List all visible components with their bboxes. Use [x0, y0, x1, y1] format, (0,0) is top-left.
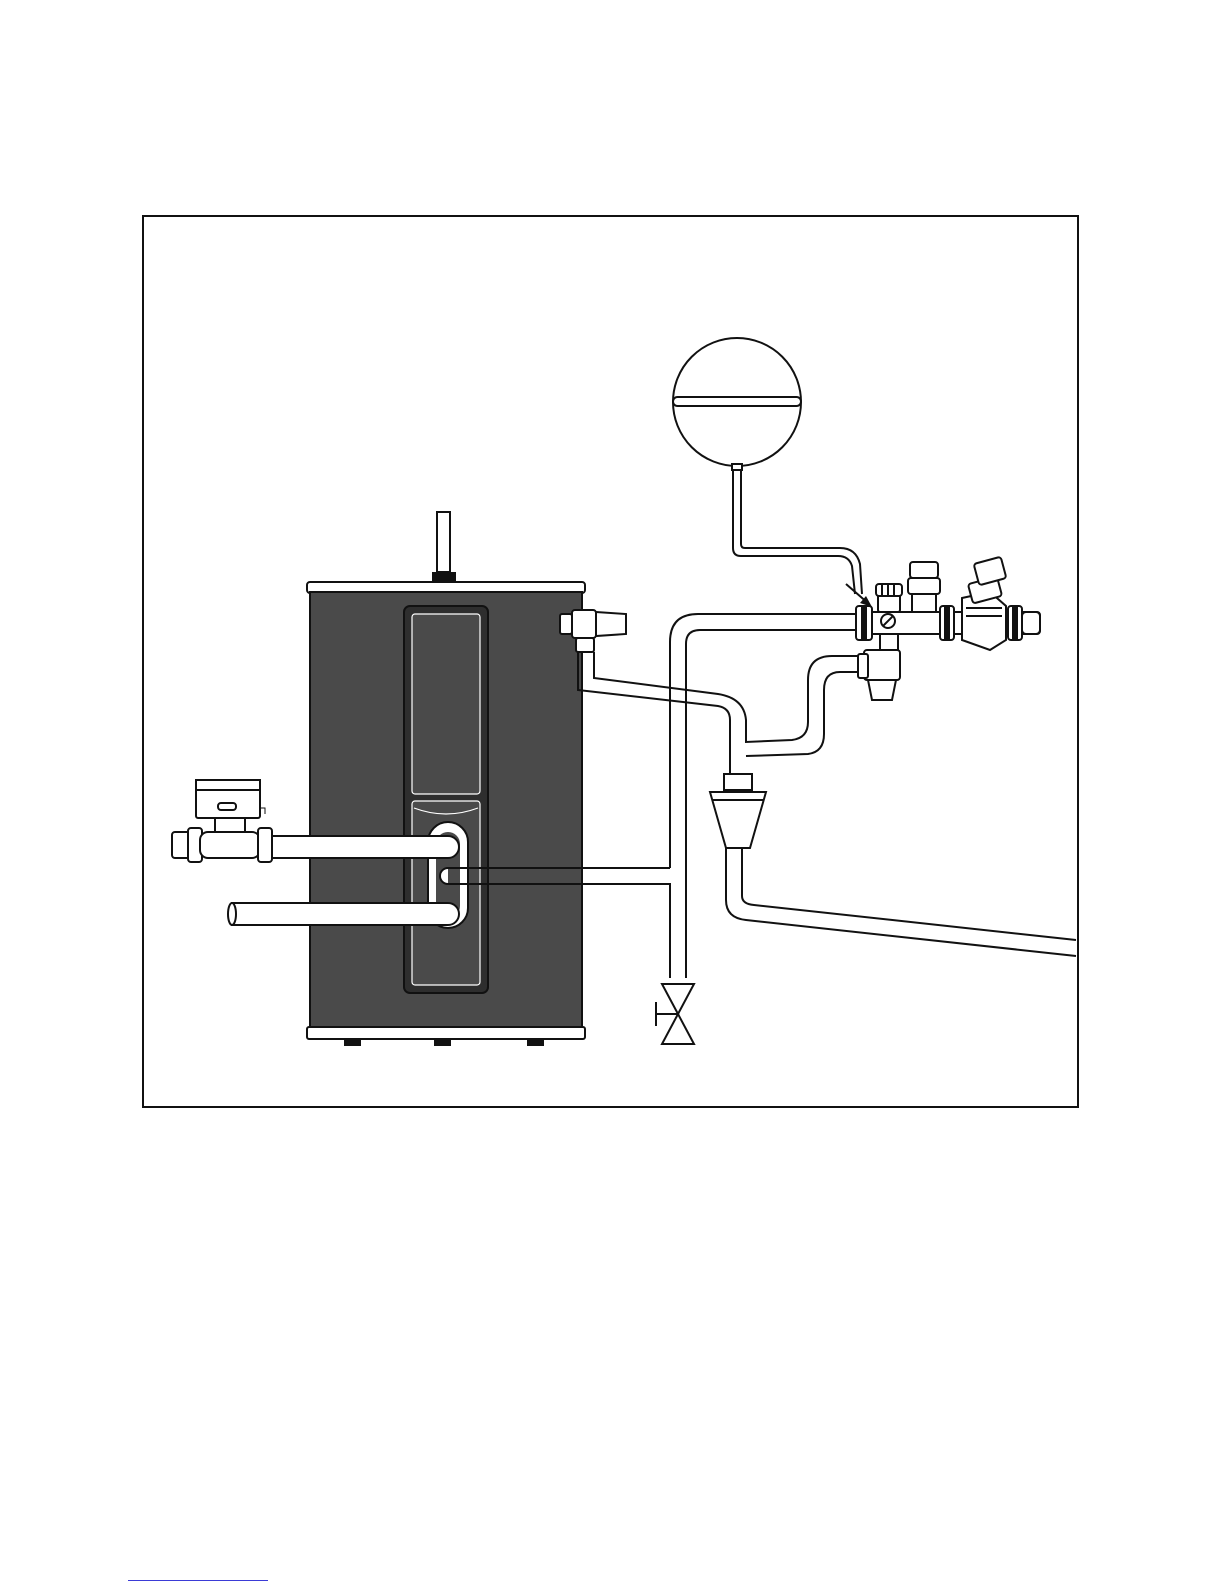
cold-feed-pipe	[670, 614, 856, 872]
drain-cock-icon	[656, 984, 694, 1044]
motorised-valve-icon	[172, 780, 272, 862]
pressure-reducing-valve-group-icon	[856, 557, 1040, 700]
arrow-icon	[846, 584, 872, 607]
discharge-pipe	[578, 652, 858, 774]
expansion-vessel-pipe	[733, 470, 862, 594]
diagram-frame	[143, 216, 1078, 1107]
tundish-icon	[710, 774, 766, 848]
water-heater-cylinder-icon	[307, 512, 585, 1046]
tundish-discharge-pipe	[726, 848, 1076, 956]
footer-link-underline[interactable]	[128, 1570, 268, 1581]
expansion-vessel-icon	[673, 338, 801, 470]
